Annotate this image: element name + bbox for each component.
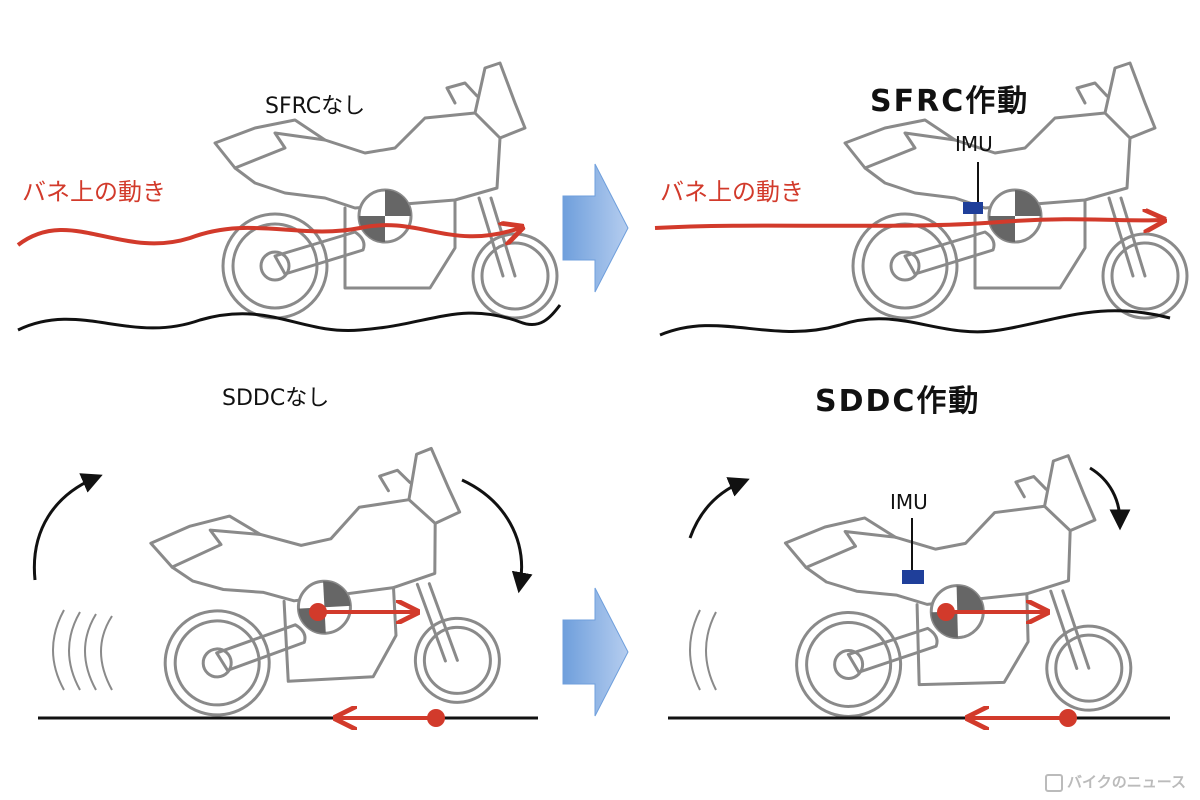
center-of-mass-dot <box>309 603 327 621</box>
panel-sfrc-on <box>654 61 1189 337</box>
pitch-arrow-rear <box>32 473 103 581</box>
watermark-badge-icon <box>1045 773 1064 792</box>
panel-sfrc-off <box>16 61 562 332</box>
sprung-motion-arrow <box>16 225 520 247</box>
center-of-mass-dot <box>937 603 955 621</box>
watermark-logo: バイクのニュース <box>1045 771 1186 792</box>
motorcycle-illustration <box>145 443 504 720</box>
imu-sensor <box>963 202 983 214</box>
panel-sddc-off <box>32 443 538 727</box>
tire-contact-dot <box>427 709 445 727</box>
panel-sddc-on <box>668 452 1170 727</box>
tire-contact-dot <box>1059 709 1077 727</box>
panel-title-sddc-off: SDDCなし <box>222 386 330 411</box>
panel-title-sfrc-on: SFRC作動 <box>870 84 1030 119</box>
transition-arrow-top <box>562 163 629 293</box>
sprung-motion-label: バネ上の動き <box>660 178 804 206</box>
pitch-arrow-front <box>461 478 533 594</box>
speed-lines <box>52 609 113 691</box>
imu-label: IMU <box>955 132 993 156</box>
pitch-arrow-rear <box>688 477 750 539</box>
imu-label: IMU <box>890 490 928 514</box>
wavy-road-line <box>659 309 1171 337</box>
panel-title-sddc-on: SDDC作動 <box>815 384 981 419</box>
wavy-road-line <box>17 304 562 332</box>
speed-lines <box>689 609 717 691</box>
motorcycle-illustration <box>781 452 1134 720</box>
pitch-arrow-front <box>1089 466 1131 531</box>
sprung-motion-arrow <box>654 219 1162 228</box>
sprung-motion-label: バネ上の動き <box>22 178 166 206</box>
imu-sensor <box>902 570 924 584</box>
panel-title-sfrc-off: SFRCなし <box>265 94 366 119</box>
transition-arrow-bottom <box>562 587 629 717</box>
watermark-text: バイクのニュース <box>1067 773 1186 791</box>
